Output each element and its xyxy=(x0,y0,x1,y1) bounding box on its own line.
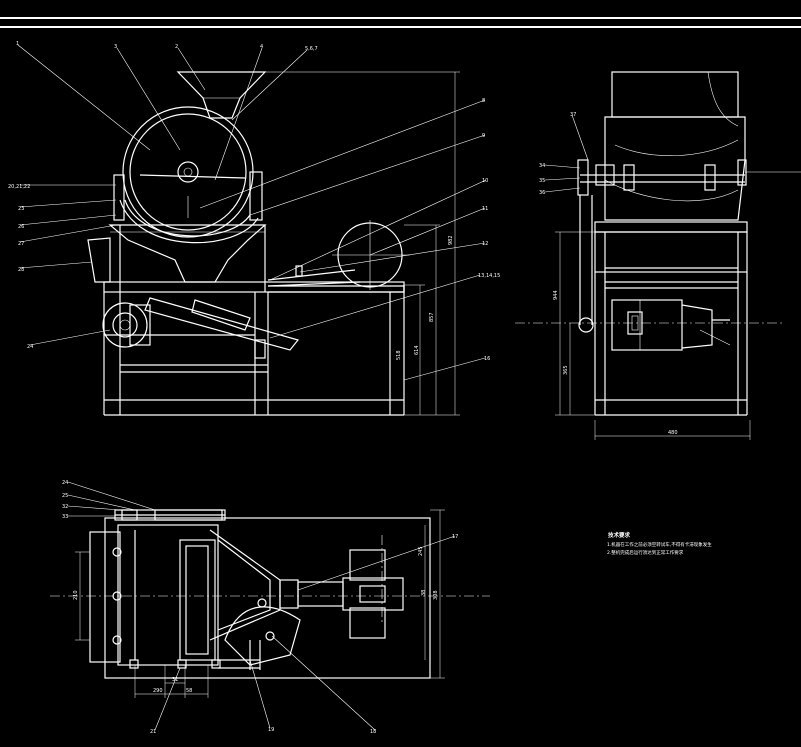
tech-req-line-2: 2.整机完成后运行须达到正常工作要求 xyxy=(607,549,684,556)
balloon: 3 xyxy=(114,44,117,50)
top-view-labels: 24 25 32 33 17 18 19 21 210 245 31 58 29… xyxy=(62,480,458,735)
dimension-label: 857 xyxy=(429,312,435,322)
balloon: 35 xyxy=(539,178,545,184)
dimension-label: 518 xyxy=(396,350,402,360)
balloon: 27 xyxy=(18,241,24,247)
dimension-label: 982 xyxy=(448,235,454,245)
dimension-label: 210 xyxy=(73,590,79,600)
balloon: 18 xyxy=(370,729,376,735)
balloon: 8 xyxy=(482,98,485,104)
balloon: 34 xyxy=(539,163,545,169)
dimension-label: 31 xyxy=(172,677,178,683)
dimension-label: 58 xyxy=(186,688,192,694)
balloon: 9 xyxy=(482,133,485,139)
balloon: 10 xyxy=(482,178,488,184)
balloon: 25 xyxy=(62,493,68,499)
balloon: 28 xyxy=(18,267,24,273)
dimension-label: 944 xyxy=(553,290,559,300)
balloon: 19 xyxy=(268,727,274,733)
balloon: 21 xyxy=(150,729,156,735)
balloon: 17 xyxy=(452,534,458,540)
front-view-dimension-text: 982 857 614 518 xyxy=(396,235,454,360)
dimension-label: 480 xyxy=(668,430,678,436)
top-view xyxy=(50,481,490,731)
balloon: 20,21,22 xyxy=(8,184,30,190)
dimension-label: 38 xyxy=(421,590,427,596)
technical-requirements: 技术要求 1.机器在工作之前必须空转试车,不得有卡滞现象发生 2.整机完成后运行… xyxy=(607,531,712,556)
balloon: 1 xyxy=(16,41,19,47)
front-view-dimensions xyxy=(240,71,460,416)
tech-req-title: 技术要求 xyxy=(608,531,631,539)
side-view-labels: 37 34 35 36 944 365 480 xyxy=(539,112,678,436)
balloon: 36 xyxy=(539,190,545,196)
dimension-label: 245 xyxy=(418,546,424,556)
dimension-label: 308 xyxy=(433,590,439,600)
balloon: 2 xyxy=(175,44,178,50)
balloon: 23 xyxy=(18,206,24,212)
dimension-label: 614 xyxy=(414,345,420,355)
tech-req-line-1: 1.机器在工作之前必须空转试车,不得有卡滞现象发生 xyxy=(607,541,712,548)
front-view xyxy=(87,71,410,416)
title-border xyxy=(0,17,801,28)
balloon: 13,14,15 xyxy=(478,273,500,279)
balloon: 5,6,7 xyxy=(305,46,318,52)
side-view xyxy=(515,71,801,440)
dimension-label: 365 xyxy=(563,365,569,375)
balloon: 4 xyxy=(260,44,263,50)
balloon: 16 xyxy=(484,356,490,362)
balloon: 11 xyxy=(482,206,488,212)
balloon: 32 xyxy=(62,504,68,510)
balloon: 37 xyxy=(570,112,576,118)
balloon: 33 xyxy=(62,514,68,520)
dimension-label: 290 xyxy=(153,688,163,694)
balloon: 12 xyxy=(482,241,488,247)
balloon: 24 xyxy=(62,480,68,486)
balloon: 26 xyxy=(18,224,24,230)
balloon: 24 xyxy=(27,344,33,350)
front-view-leaders xyxy=(17,44,487,381)
front-view-balloons: 1 3 2 4 5,6,7 8 9 10 11 12 13,14,15 16 2… xyxy=(8,41,500,362)
